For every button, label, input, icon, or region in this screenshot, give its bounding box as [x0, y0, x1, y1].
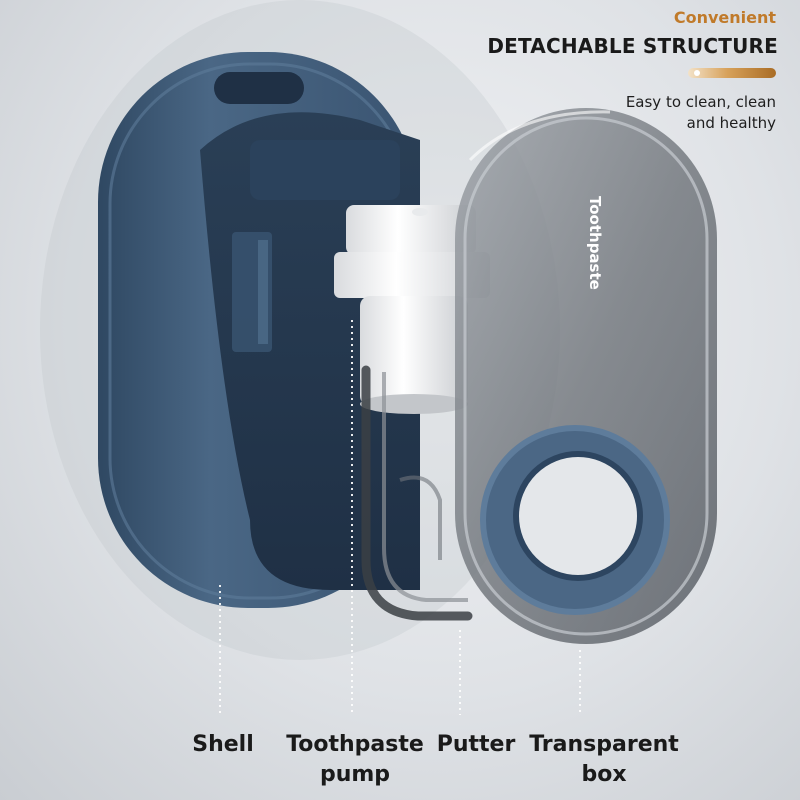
putter: [361, 365, 473, 621]
label-pump-line-2: pump: [319, 762, 391, 787]
label-putter: Putter: [428, 730, 524, 760]
accent-bar: [688, 68, 776, 78]
transparent-box: Toothpaste: [455, 108, 717, 644]
toothpaste-pump: [334, 205, 490, 414]
lid-ring-opening: [516, 454, 640, 578]
label-box-line-2: box: [581, 762, 627, 787]
label-putter-text: Putter: [436, 732, 516, 757]
header-kicker: Convenient: [673, 8, 776, 27]
subtitle-line-1: Easy to clean, clean: [625, 93, 776, 111]
label-pump-line-1: Toothpaste: [286, 732, 424, 757]
accent-dot: [694, 70, 700, 76]
lid-text: Toothpaste: [586, 196, 604, 290]
label-toothpaste-pump: Toothpaste pump: [270, 730, 440, 790]
shell-handle-slot: [214, 72, 304, 104]
label-transparent-box: Transparent box: [516, 730, 692, 790]
leader-lines: [219, 320, 581, 715]
label-shell-text: Shell: [192, 732, 254, 757]
label-shell: Shell: [178, 730, 268, 760]
header-subtitle: Easy to clean, clean and healthy: [576, 92, 776, 134]
header-title: DETACHABLE STRUCTURE: [487, 34, 778, 58]
subtitle-line-2: and healthy: [686, 114, 776, 132]
label-box-line-1: Transparent: [529, 732, 679, 757]
